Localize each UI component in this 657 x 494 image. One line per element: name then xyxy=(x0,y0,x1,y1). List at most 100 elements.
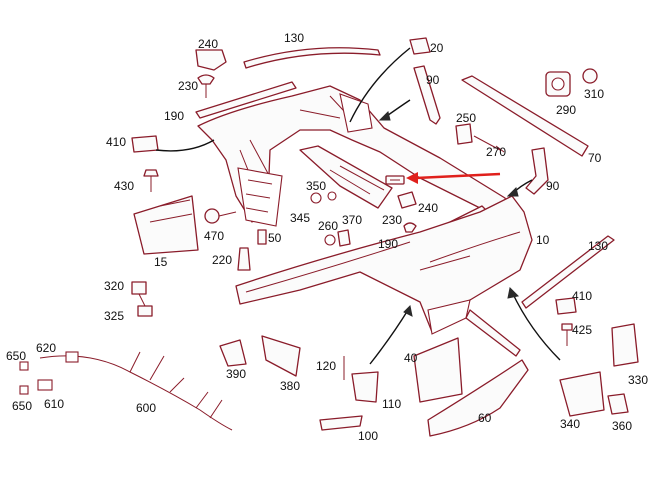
callout-425: 425 xyxy=(572,323,592,337)
callout-340: 340 xyxy=(560,417,580,431)
callout-10: 10 xyxy=(536,233,550,247)
callout-360: 360 xyxy=(612,419,632,433)
callout-40: 40 xyxy=(404,351,418,365)
callout-600: 600 xyxy=(136,401,156,415)
highlight-arrowhead xyxy=(406,172,418,184)
callout-110: 110 xyxy=(382,397,401,411)
nut-345 xyxy=(310,192,322,204)
callout-190b: 190 xyxy=(378,237,398,251)
clip-320 xyxy=(131,281,147,295)
callout-230a: 230 xyxy=(178,79,198,93)
trim-strip-70 xyxy=(461,75,589,157)
part-360 xyxy=(607,393,629,415)
callout-260: 260 xyxy=(318,219,338,233)
leader-line-20 xyxy=(349,47,411,123)
lower-trim-60-strip xyxy=(465,309,521,357)
ring-310 xyxy=(582,68,598,84)
clip-220 xyxy=(237,247,251,271)
rail-190-upper xyxy=(195,81,297,119)
clip-230-top xyxy=(197,74,215,85)
connector-650b xyxy=(19,385,29,395)
callout-410a: 410 xyxy=(106,135,126,149)
leader-line-410 xyxy=(155,139,215,152)
part-390 xyxy=(219,339,247,367)
clip-410-right xyxy=(555,297,577,315)
callout-650b: 650 xyxy=(12,399,32,413)
grille-350 xyxy=(299,145,393,209)
screw-270 xyxy=(473,135,505,153)
clip-325 xyxy=(137,305,153,317)
callout-370: 370 xyxy=(342,213,362,227)
bracket-90-lower xyxy=(525,147,549,195)
connector-610 xyxy=(37,379,53,391)
highlight-arrow xyxy=(415,172,501,180)
callout-325: 325 xyxy=(104,309,124,323)
bracket-240-lower xyxy=(397,191,417,209)
washer-260 xyxy=(324,234,336,246)
callout-430: 430 xyxy=(114,179,134,193)
bolt-470 xyxy=(204,208,220,224)
bracket-110 xyxy=(351,371,379,403)
carrier-bracket-left xyxy=(237,167,283,227)
callout-15: 15 xyxy=(154,255,168,269)
callout-290: 290 xyxy=(556,103,576,117)
screw-425 xyxy=(561,323,573,331)
callout-410b: 410 xyxy=(572,289,592,303)
callout-220: 220 xyxy=(212,253,232,267)
callout-130b: 130 xyxy=(588,239,608,253)
bracket-40 xyxy=(413,337,463,403)
callout-90a: 90 xyxy=(426,73,440,87)
side-bracket-15 xyxy=(133,195,199,255)
callout-240a: 240 xyxy=(198,37,218,51)
callout-330: 330 xyxy=(628,373,648,387)
bolt-370 xyxy=(337,229,351,247)
callout-320: 320 xyxy=(104,279,124,293)
callout-380: 380 xyxy=(280,379,300,393)
clip-50 xyxy=(257,229,267,245)
connector-620 xyxy=(65,351,79,363)
callout-470: 470 xyxy=(204,229,224,243)
callout-230b: 230 xyxy=(382,213,402,227)
connector-650a xyxy=(19,361,29,371)
callout-20: 20 xyxy=(430,41,444,55)
screw-430 xyxy=(143,169,159,177)
callout-90b: 90 xyxy=(546,179,560,193)
callout-50: 50 xyxy=(268,231,282,245)
bracket-240-top xyxy=(195,49,227,71)
bracket-90-upper xyxy=(413,65,441,125)
trim-strip-top xyxy=(243,47,381,69)
callout-350: 350 xyxy=(306,179,326,193)
callout-100: 100 xyxy=(358,429,378,443)
callout-270: 270 xyxy=(486,145,506,159)
callout-190a: 190 xyxy=(164,109,184,123)
housing-340 xyxy=(559,371,605,417)
trim-strip-130-right xyxy=(521,235,615,309)
callout-130a: 130 xyxy=(284,31,304,45)
callout-70: 70 xyxy=(588,151,602,165)
callout-390: 390 xyxy=(226,367,246,381)
sensor-housing-330 xyxy=(611,323,639,367)
leader-line-410-right xyxy=(511,291,561,361)
callout-60: 60 xyxy=(478,411,492,425)
callout-620: 620 xyxy=(36,341,56,355)
clip-20 xyxy=(409,37,431,55)
callout-250: 250 xyxy=(456,111,476,125)
bracket-100 xyxy=(319,415,363,431)
wiring-harness-600 xyxy=(39,351,233,431)
lower-trim-60 xyxy=(427,359,529,437)
callout-650a: 650 xyxy=(6,349,26,363)
bracket-250 xyxy=(455,123,473,145)
clip-230-lower xyxy=(403,222,417,233)
callout-610: 610 xyxy=(44,397,64,411)
callout-120: 120 xyxy=(316,359,336,373)
clip-410-left xyxy=(131,135,159,153)
callout-310: 310 xyxy=(584,87,604,101)
bumper-cover-10 xyxy=(235,195,533,333)
carrier-bracket-center xyxy=(339,93,373,133)
callout-240b: 240 xyxy=(418,201,438,215)
leader-line-120 xyxy=(369,309,409,365)
callout-345: 345 xyxy=(290,211,310,225)
bracket-380 xyxy=(261,335,301,377)
